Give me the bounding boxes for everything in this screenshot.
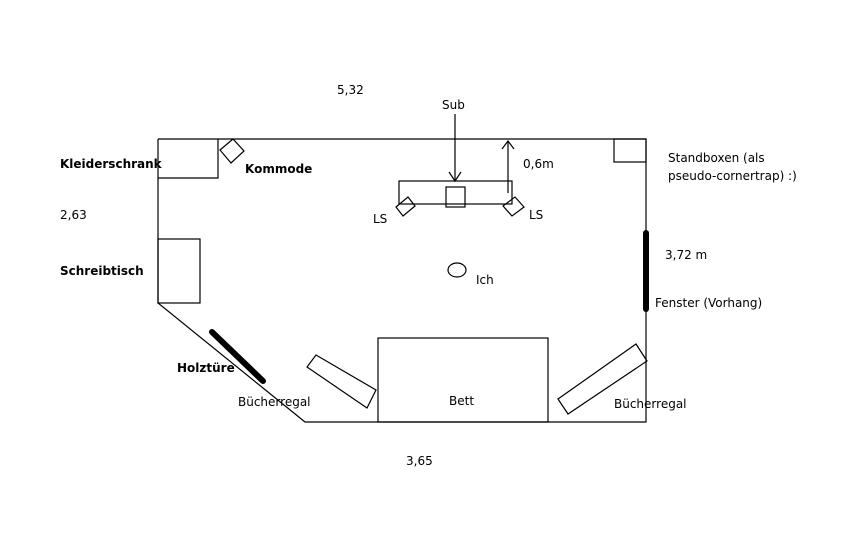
left-speaker-label: LS	[373, 212, 388, 226]
bed-label: Bett	[449, 394, 475, 408]
bookshelf-right-label: Bücherregal	[614, 397, 687, 411]
floorstanders-label-line1: Standboxen (als	[668, 151, 765, 165]
wardrobe-shape	[158, 139, 219, 179]
door-label: Holztüre	[177, 361, 235, 375]
wardrobe-label: Kleiderschrank	[60, 157, 162, 171]
door-shape	[209, 329, 266, 384]
window-label: Fenster (Vorhang)	[655, 296, 763, 310]
desk-shape	[157, 238, 201, 304]
right-speaker-label: LS	[529, 208, 544, 222]
bookshelf-left-shape	[306, 354, 377, 409]
right-speaker-shape	[502, 196, 525, 217]
distance-arrow-head	[501, 140, 515, 150]
dresser-label: Kommode	[245, 162, 313, 176]
speaker-bar	[398, 180, 513, 205]
right-dimension-label: 3,72 m	[665, 248, 708, 262]
floorstander-box	[613, 138, 647, 163]
desk-label: Schreibtisch	[60, 264, 144, 278]
bottom-dimension-label: 3,65	[406, 454, 433, 468]
left-dimension-label: 2,63	[60, 208, 87, 222]
listener-label: Ich	[476, 273, 494, 287]
listener-marker	[447, 262, 467, 278]
floorstanders-label-line2: pseudo-cornertrap) :)	[668, 169, 797, 183]
sub-arrow-head	[448, 171, 462, 183]
subwoofer-shape	[445, 186, 466, 208]
sub-label: Sub	[442, 98, 465, 112]
left-speaker-shape	[395, 196, 416, 217]
speaker-distance-label: 0,6m	[523, 157, 554, 171]
bed-shape	[377, 337, 549, 423]
bookshelf-left-label: Bücherregal	[238, 395, 311, 409]
bookshelf-right-shape	[557, 343, 648, 415]
top-dimension-label: 5,32	[337, 83, 364, 97]
dresser-shape	[219, 138, 245, 164]
